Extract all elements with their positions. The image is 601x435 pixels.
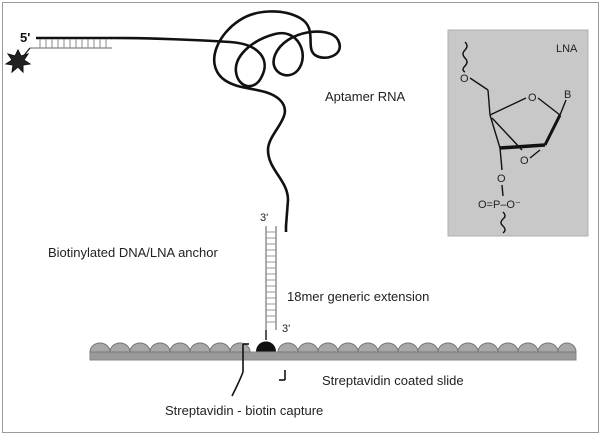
lna-ring-bond-2 — [537, 97, 561, 116]
lna-atom-o-top: O — [460, 73, 469, 85]
lna-bond-o-p — [501, 184, 504, 197]
capture-bracket — [231, 343, 286, 397]
fluorophore-star-icon — [4, 48, 32, 74]
lna-bond-ch2-c4 — [487, 89, 491, 116]
label-anchor: Biotinylated DNA/LNA anchor — [48, 245, 218, 260]
lna-ring-bond-1 — [489, 97, 527, 116]
label-slide: Streptavidin coated slide — [322, 373, 464, 388]
lna-bridge-1 — [491, 117, 523, 151]
lna-phosphate: O=P–O⁻ — [478, 199, 521, 211]
label-extension: 18mer generic extension — [287, 289, 429, 304]
lna-panel-title: LNA — [556, 43, 578, 55]
biotin-cap — [256, 341, 276, 352]
lna-wavy-bond-top — [462, 41, 468, 73]
lna-wavy-bond-bottom — [500, 211, 506, 234]
lna-atom-o-bridge: O — [520, 155, 529, 167]
lna-ring-bond-4 — [499, 143, 546, 150]
lna-panel: LNA O O B O O O=P–O⁻ — [447, 29, 589, 237]
label-five-prime: 5' — [20, 30, 30, 45]
duplex-rungs-top — [39, 39, 107, 48]
lna-panel-background — [447, 29, 589, 237]
label-aptamer-rna: Aptamer RNA — [325, 89, 406, 104]
lna-atom-b: B — [564, 89, 571, 101]
lna-atom-o-bottom: O — [497, 173, 506, 185]
lna-bridge-2 — [529, 149, 541, 159]
lna-atom-o-ring: O — [528, 92, 537, 104]
lna-bond-b — [559, 99, 567, 116]
streptavidin-slide — [89, 342, 577, 361]
streptavidin-bumps — [89, 342, 577, 353]
label-three-prime-bottom: 3' — [282, 323, 290, 335]
anchor-rungs — [266, 231, 276, 323]
anchor-duplex: 3' 3' — [260, 212, 290, 340]
label-three-prime-top: 3' — [260, 212, 268, 224]
lna-bond-o-ch2 — [469, 77, 489, 91]
five-prime-end: 5' — [4, 30, 112, 74]
aptamer-rna-strand — [110, 10, 342, 228]
label-capture: Streptavidin - biotin capture — [165, 403, 323, 418]
lna-ring-bond-3 — [543, 114, 562, 146]
lna-bond-c3-o — [499, 147, 503, 171]
lna-ring-bond-5 — [489, 114, 501, 149]
slide-surface — [89, 351, 577, 361]
